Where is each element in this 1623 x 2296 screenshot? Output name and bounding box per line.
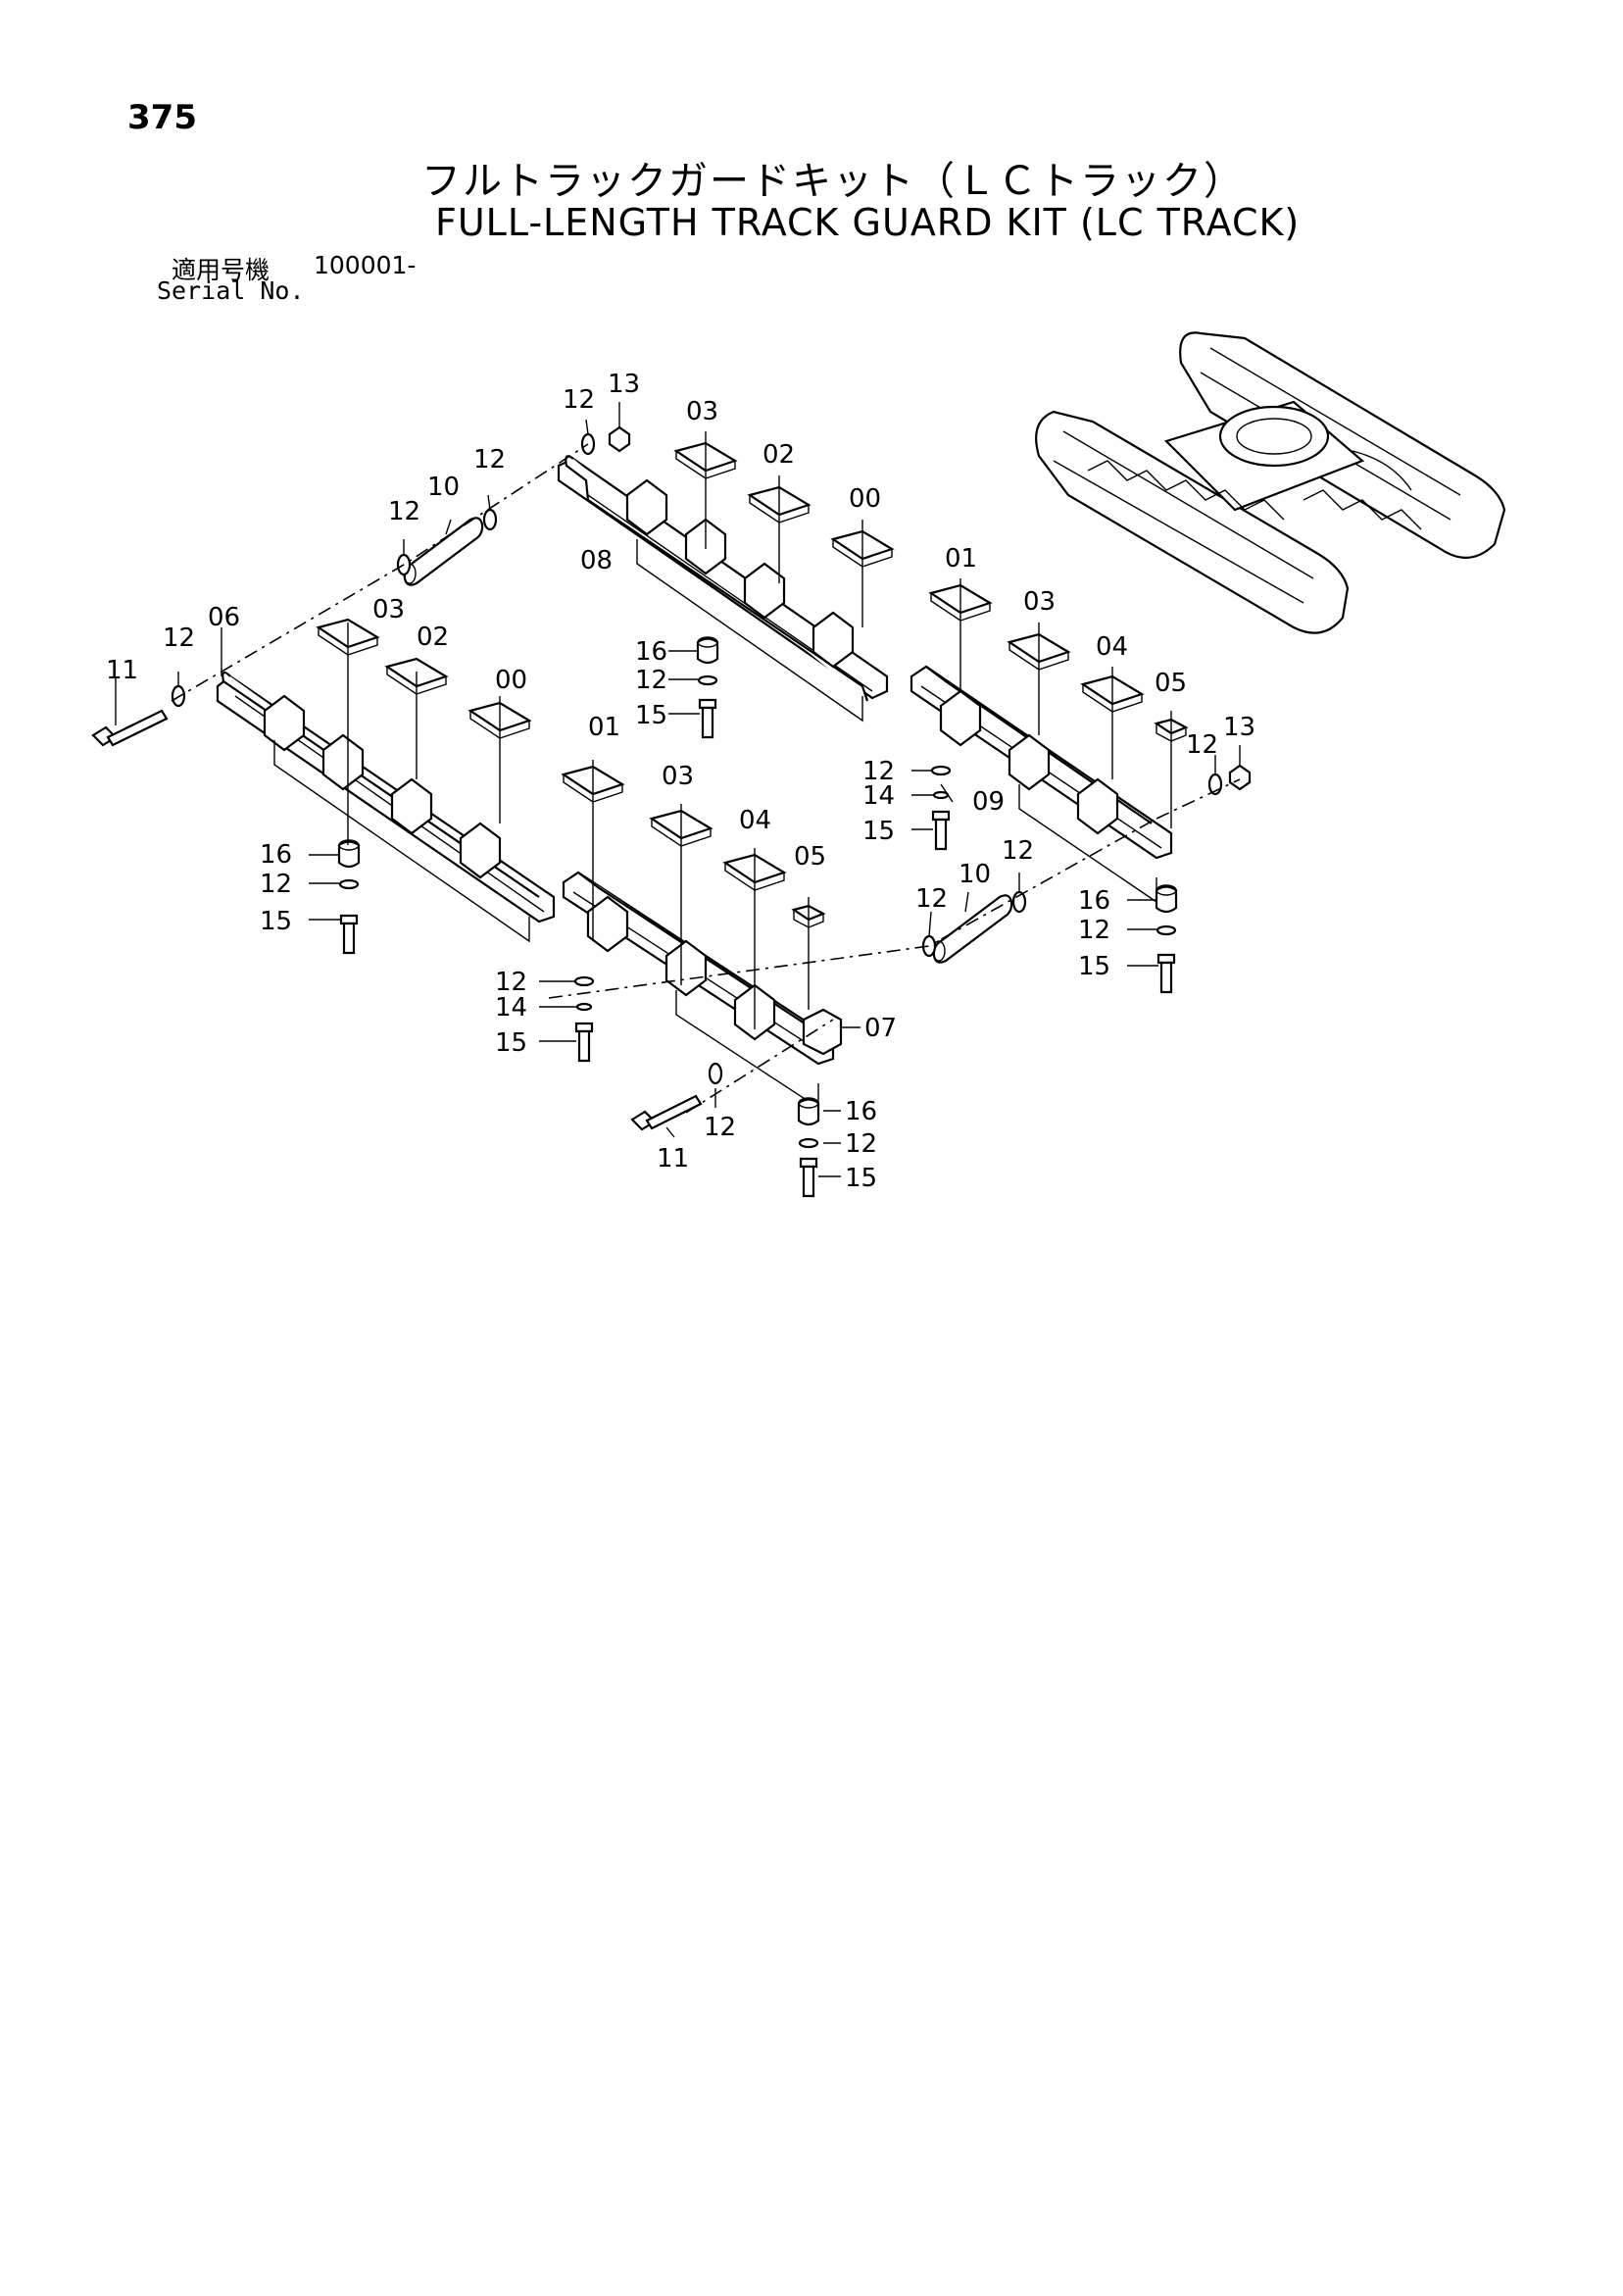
- callout-05: 05: [1155, 669, 1187, 698]
- callout-06: 06: [208, 603, 240, 632]
- callout-02: 02: [417, 623, 449, 652]
- callout-15: 15: [635, 701, 667, 730]
- callout-10: 10: [427, 473, 460, 502]
- callout-03: 03: [1023, 587, 1056, 617]
- callout-04: 04: [1096, 632, 1128, 662]
- callout-12: 12: [260, 870, 292, 899]
- callout-11: 11: [657, 1144, 689, 1173]
- callout-16: 16: [260, 840, 292, 870]
- callout-03: 03: [372, 595, 405, 624]
- track-guard-rear: [557, 455, 889, 723]
- callout-01: 01: [945, 544, 977, 574]
- title-japanese: フルトラックガードキット（ＬＣトラック）: [421, 159, 1245, 204]
- callout-12: 12: [388, 497, 420, 526]
- callout-03: 03: [662, 762, 694, 791]
- undercarriage-inset-illustration: [1035, 331, 1506, 634]
- callout-15: 15: [862, 817, 895, 846]
- callout-08: 08: [580, 546, 613, 575]
- callout-03: 03: [686, 397, 718, 426]
- callout-10: 10: [959, 860, 991, 889]
- callout-12: 12: [635, 666, 667, 695]
- callout-00: 00: [849, 484, 881, 514]
- callout-12: 12: [845, 1129, 877, 1159]
- callout-12: 12: [915, 884, 948, 914]
- serial-value: 100001-: [314, 251, 417, 279]
- callout-13: 13: [1223, 713, 1255, 742]
- callout-12: 12: [704, 1113, 736, 1142]
- callout-15: 15: [260, 907, 292, 936]
- track-guard-rear-right: [910, 665, 1173, 904]
- callout-05: 05: [794, 842, 826, 872]
- callout-16: 16: [1078, 886, 1110, 916]
- callout-09: 09: [972, 787, 1005, 817]
- callout-00: 00: [495, 666, 527, 695]
- callout-14: 14: [862, 781, 895, 811]
- callout-12: 12: [163, 624, 195, 653]
- callout-13: 13: [608, 370, 640, 399]
- callout-16: 16: [635, 637, 667, 667]
- callout-07: 07: [864, 1014, 897, 1043]
- callout-04: 04: [739, 806, 771, 835]
- callout-15: 15: [495, 1028, 527, 1058]
- callout-12: 12: [473, 445, 506, 474]
- callout-15: 15: [845, 1164, 877, 1193]
- serial-label-english: Serial No.: [157, 276, 305, 305]
- page-number: 375: [127, 98, 197, 137]
- title-english: FULL-LENGTH TRACK GUARD KIT (LC TRACK): [435, 201, 1301, 244]
- assembly-centerlines: [171, 443, 1241, 1114]
- callout-12: 12: [1078, 916, 1110, 945]
- callout-16: 16: [845, 1097, 877, 1126]
- callout-01: 01: [588, 713, 620, 742]
- callout-11: 11: [106, 656, 138, 685]
- callout-02: 02: [762, 440, 795, 470]
- callout-12: 12: [1186, 730, 1218, 760]
- callout-12: 12: [495, 968, 527, 997]
- callout-labels: 13 12 03 02 00 12 10 12 08 01 03 04 05 1…: [106, 370, 1255, 1193]
- serial-label-japanese: 適用号機: [172, 256, 270, 284]
- callout-15: 15: [1078, 952, 1110, 981]
- long-bolts: [91, 709, 703, 1131]
- callout-14: 14: [495, 993, 527, 1023]
- leader-lines: [115, 402, 1241, 1177]
- callout-12: 12: [563, 385, 595, 415]
- callout-12: 12: [862, 757, 895, 786]
- callout-12: 12: [1002, 836, 1034, 866]
- track-guard-front: [216, 671, 556, 943]
